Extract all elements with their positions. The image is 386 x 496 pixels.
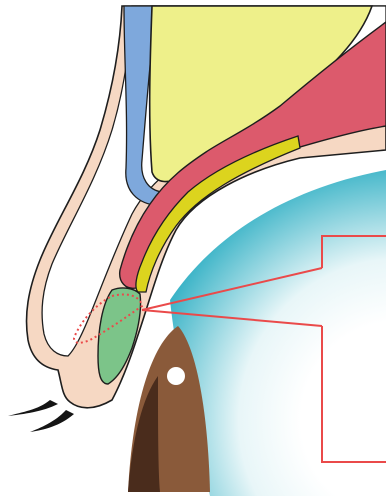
pupil-highlight bbox=[167, 367, 185, 385]
